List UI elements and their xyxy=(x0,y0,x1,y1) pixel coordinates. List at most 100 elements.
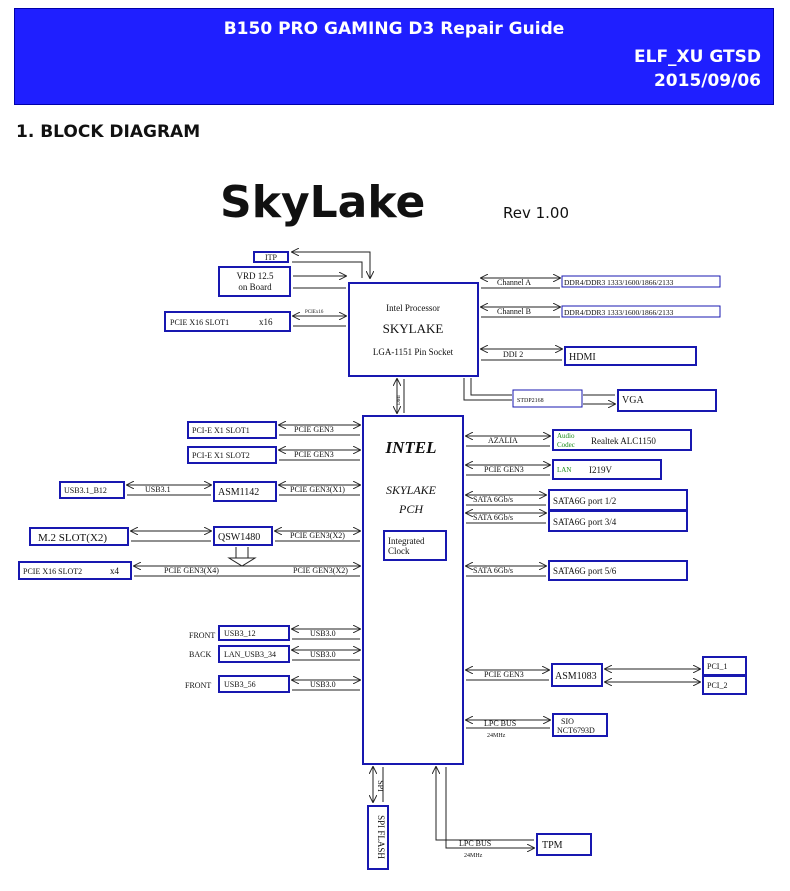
pcie-x16-slot2-label: PCIE X16 SLOT2 xyxy=(23,567,82,576)
pch-line2: SKYLAKE xyxy=(386,483,437,497)
sio-line2: NCT6793D xyxy=(557,726,595,735)
front-label-2: FRONT xyxy=(185,681,211,690)
author-label: ELF_XU GTSD xyxy=(634,47,761,67)
pci2-block xyxy=(702,675,747,695)
ddr-a-label: DDR4/DDR3 1333/1600/1866/2133 xyxy=(564,278,674,287)
hdmi-label: HDMI xyxy=(569,352,596,363)
sio-block xyxy=(552,713,608,737)
usb30-label-2: USB3.0 xyxy=(310,650,336,659)
document-title: B150 PRO GAMING D3 Repair Guide xyxy=(223,19,565,39)
sata-label-2: SATA 6Gb/s xyxy=(473,513,513,522)
x4-label: x4 xyxy=(110,566,120,576)
pcie-x1-slot1-label: PCI-E X1 SLOT1 xyxy=(192,426,250,435)
usb30-label-1: USB3.0 xyxy=(310,629,336,638)
clock-line1: Integrated xyxy=(388,536,425,546)
usb3-56-block xyxy=(218,675,290,693)
clock-line2: Clock xyxy=(388,546,410,556)
pci2-label: PCI_2 xyxy=(707,681,727,690)
m2-slot-block xyxy=(29,527,129,546)
sata-port56-label: SATA6G port 5/6 xyxy=(553,566,617,576)
sata-port12-label: SATA6G port 1/2 xyxy=(553,496,616,506)
pch-line3: PCH xyxy=(398,502,424,516)
pcie-gen3-slot2: PCIE GEN3 xyxy=(294,450,334,459)
pcie-x16-slot1 xyxy=(164,311,291,332)
vrd-line2: on Board xyxy=(238,282,272,292)
asm1142-label: ASM1142 xyxy=(218,487,259,498)
lpc-bus-label-sio: LPC BUS xyxy=(484,719,516,728)
sio-line1: SIO xyxy=(561,717,574,726)
dmi-label: DMI xyxy=(397,395,402,405)
sata-label-1: SATA 6Gb/s xyxy=(473,495,513,504)
pcie-gen3-x2-label: PCIE GEN3(X2) xyxy=(290,531,345,540)
pcie-x16-slot2 xyxy=(18,561,132,580)
platform-title: SkyLake xyxy=(220,177,425,228)
pch-block xyxy=(362,415,464,765)
vga-label: VGA xyxy=(622,395,644,406)
ddr-a-block xyxy=(561,275,721,288)
ddr-b-block xyxy=(561,305,721,318)
pch-line1: INTEL xyxy=(385,438,437,457)
section-title: 1. BLOCK DIAGRAM xyxy=(16,122,201,142)
integrated-clock-block xyxy=(383,530,447,561)
ddr-b-label: DDR4/DDR3 1333/1600/1866/2133 xyxy=(564,308,674,317)
lan-label: LAN xyxy=(557,466,571,474)
pcie-x1-slot2 xyxy=(187,446,277,464)
lan-usb3-34-block xyxy=(218,645,290,663)
audio-line1: Audio xyxy=(557,432,575,440)
pcie-gen3-x1-label: PCIE GEN3(X1) xyxy=(290,485,345,494)
pciex16-label: PCIEx16 xyxy=(305,310,324,315)
spi-flash-block xyxy=(367,805,389,870)
cpu-line1: Intel Processor xyxy=(386,303,440,313)
sata-port34-label: SATA6G port 3/4 xyxy=(553,517,617,527)
pcie-gen3-lan: PCIE GEN3 xyxy=(484,465,524,474)
spi-flash-label: SPI FLASH xyxy=(376,815,386,859)
itp-block xyxy=(253,251,289,263)
cpu-block xyxy=(348,282,479,377)
usb3-56-label: USB3_56 xyxy=(224,680,256,689)
channel-b-label: Channel B xyxy=(497,307,531,316)
lpc-bus-label-tpm: LPC BUS xyxy=(459,839,491,848)
pcie-x1-slot2-label: PCI-E X1 SLOT2 xyxy=(192,451,250,460)
lan-block xyxy=(552,459,662,480)
mhz24-label-sio: 24MHz xyxy=(487,733,506,739)
sata-port56-block xyxy=(548,560,688,581)
usb31-b12-label: USB3.1_B12 xyxy=(64,486,107,495)
asm1083-label: ASM1083 xyxy=(555,671,597,682)
vrd-line1: VRD 12.5 xyxy=(236,271,274,281)
lan-usb3-34-label: LAN_USB3_34 xyxy=(224,650,276,659)
mhz24-label-tpm: 24MHz xyxy=(464,853,483,859)
pcie-x16-slot1-label: PCIE X16 SLOT1 xyxy=(170,318,229,327)
azalia-label: AZALIA xyxy=(488,436,518,445)
audio-line2: Codec xyxy=(557,441,575,449)
header-banner: B150 PRO GAMING D3 Repair Guide ELF_XU G… xyxy=(14,8,774,105)
tpm-block xyxy=(536,833,592,856)
pcie-x1-slot1 xyxy=(187,421,277,439)
pcie-gen3-slot1: PCIE GEN3 xyxy=(294,425,334,434)
stdp-label: STDP2168 xyxy=(517,398,544,404)
asm1142-block xyxy=(213,481,277,502)
pci1-label: PCI_1 xyxy=(707,662,727,671)
qsw1480-block xyxy=(213,526,273,546)
tpm-label: TPM xyxy=(542,840,563,851)
sata-port34-block xyxy=(548,510,688,532)
m2-slot-label: M.2 SLOT(X2) xyxy=(38,532,107,544)
hdmi-block xyxy=(564,346,697,366)
realtek-label: Realtek ALC1150 xyxy=(591,436,656,446)
itp-label: ITP xyxy=(265,253,278,262)
sata-label-3: SATA 6Gb/s xyxy=(473,566,513,575)
usb3-12-block xyxy=(218,625,290,641)
stdp-block xyxy=(512,389,583,408)
pcie-gen3-asm1083: PCIE GEN3 xyxy=(484,670,524,679)
ddi2-label: DDI 2 xyxy=(503,350,523,359)
front-label-1: FRONT xyxy=(189,631,215,640)
usb30-label-3: USB3.0 xyxy=(310,680,336,689)
pcie-gen3-x4-label: PCIE GEN3(X4) xyxy=(164,566,219,575)
usb31-b12-block xyxy=(59,481,125,499)
i219v-label: I219V xyxy=(589,465,612,475)
vga-block xyxy=(617,389,717,412)
x16-label: x16 xyxy=(259,317,273,327)
cpu-line3: LGA-1151 Pin Socket xyxy=(373,347,454,357)
qsw1480-label: QSW1480 xyxy=(218,532,260,543)
usb3-12-label: USB3_12 xyxy=(224,629,256,638)
